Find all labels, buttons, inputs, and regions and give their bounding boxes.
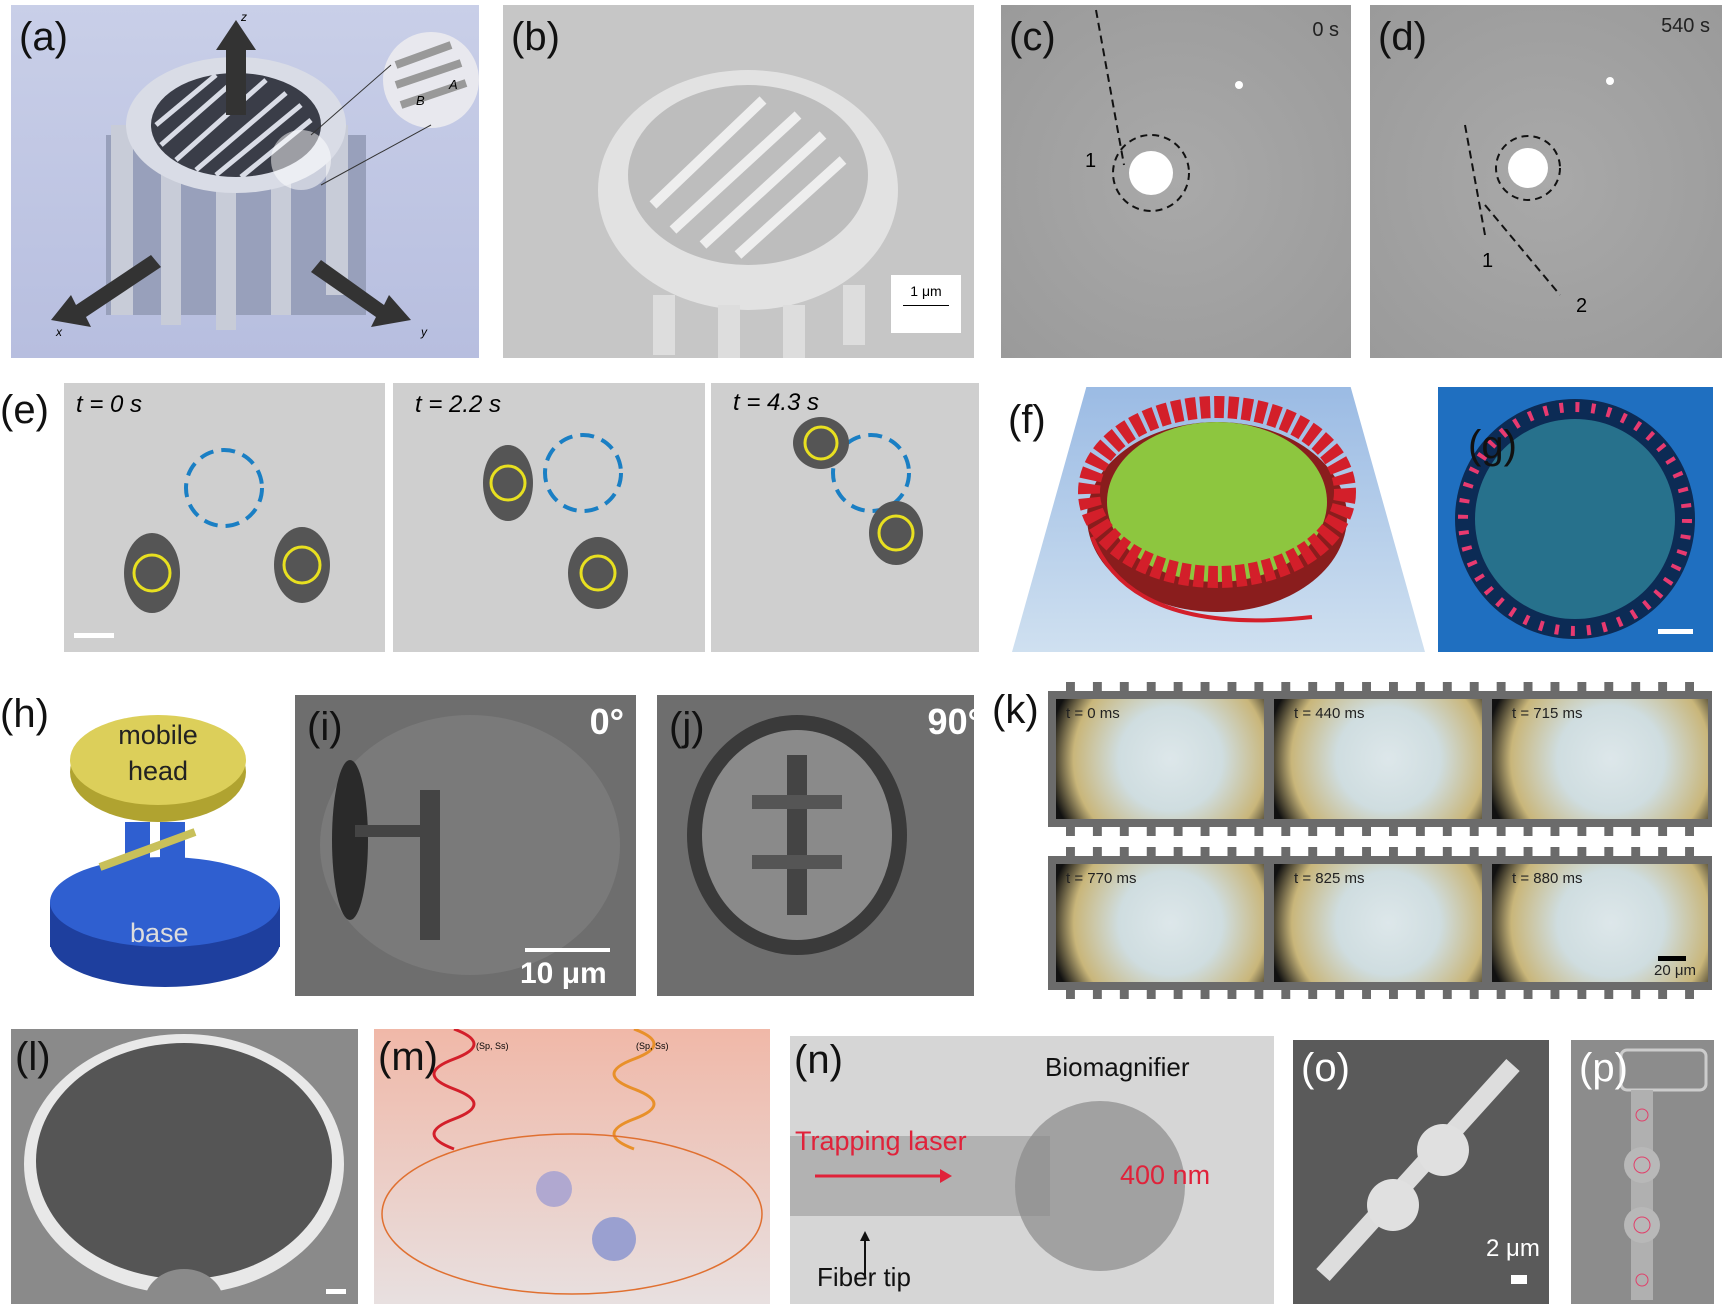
panel-label: (a)	[19, 15, 68, 59]
scale-label: 20 μm	[1654, 962, 1696, 979]
panel-j: (j) 90°	[657, 695, 974, 996]
film-frame: t = 770 ms	[1056, 864, 1264, 982]
time-label: t = 0 s	[76, 391, 143, 418]
film-frame: t = 715 ms	[1492, 699, 1708, 819]
panel-k-strip-1: t = 0 ms t = 440 ms t = 715 ms	[1048, 682, 1712, 836]
axis-y: y	[421, 325, 427, 339]
panel-label: (p)	[1579, 1046, 1628, 1090]
panel-label: (g)	[1468, 423, 1517, 467]
beam-label: (Sp, Ss)	[636, 1041, 669, 1051]
axis-x: x	[56, 325, 62, 339]
fiber-label: Fiber tip	[817, 1262, 911, 1292]
panel-l: (l)	[11, 1029, 358, 1304]
panel-a: (a) z x y A B	[11, 5, 479, 358]
path-label: 2	[1576, 295, 1588, 317]
panel-c: (c) 0 s 1	[1001, 5, 1351, 358]
panel-label: (l)	[15, 1035, 51, 1079]
panel-label: (h)	[0, 692, 49, 736]
scale-label: 2 μm	[1486, 1235, 1540, 1262]
panel-o: (o) 2 μm	[1293, 1040, 1549, 1304]
film-frame: t = 880 ms 20 μm	[1492, 864, 1708, 982]
panel-label: (j)	[669, 705, 705, 749]
panel-m: (m) (Sp, Ss) (Sp, Ss)	[374, 1029, 770, 1304]
time-label: t = 2.2 s	[415, 391, 502, 418]
scale-label: 10 μm	[520, 957, 607, 990]
panel-p: (p)	[1571, 1040, 1714, 1304]
panel-label: (o)	[1301, 1046, 1350, 1090]
time-label: t = 4.3 s	[733, 389, 820, 416]
angle-label: 90°	[927, 701, 974, 742]
beam-label: (Sp, Ss)	[476, 1041, 509, 1051]
panel-i: (i) 0° 10 μm	[295, 695, 636, 996]
panel-label: (c)	[1009, 15, 1056, 59]
panel-n: (n) Biomagnifier Trapping laser 400 nm F…	[790, 1036, 1274, 1304]
path-label: 1	[1085, 150, 1097, 172]
head-label: mobile head	[118, 720, 198, 786]
panel-d: (d) 540 s 1 2	[1370, 5, 1722, 358]
panel-b: (b) 1 μm	[503, 5, 974, 358]
panel-g: (g)	[1438, 387, 1713, 652]
film-frame: t = 0 ms	[1056, 699, 1264, 819]
film-frame: t = 825 ms	[1274, 864, 1482, 982]
title-label: Biomagnifier	[1045, 1052, 1190, 1082]
axis-z: z	[241, 10, 247, 24]
panel-label: (b)	[511, 15, 560, 59]
angle-label: 0°	[589, 701, 624, 742]
laser-label: Trapping laser	[795, 1126, 967, 1156]
scale-bar: 1 μm	[891, 275, 961, 333]
panel-label: (d)	[1378, 15, 1427, 59]
panel-k-strip-2: t = 770 ms t = 825 ms t = 880 ms 20 μm	[1048, 847, 1712, 999]
panel-label: (m)	[378, 1035, 438, 1079]
size-label: 400 nm	[1120, 1160, 1211, 1190]
time-label: 0 s	[1312, 19, 1339, 41]
panel-e-frame-1: t = 0 s	[64, 383, 385, 652]
panel-label: (n)	[794, 1038, 843, 1082]
panel-label-f: (f)	[1008, 398, 1046, 442]
panel-e-frame-2: t = 2.2 s	[393, 383, 705, 652]
base-label: base	[130, 918, 189, 948]
panel-label-e: (e)	[0, 388, 49, 432]
time-label: 540 s	[1661, 15, 1710, 37]
dim-B: B	[416, 93, 425, 108]
dim-A: A	[449, 77, 458, 92]
panel-label-k: (k)	[992, 688, 1039, 732]
panel-label: (i)	[307, 705, 343, 749]
panel-e-frame-3: t = 4.3 s	[711, 383, 979, 652]
path-label: 1	[1482, 250, 1494, 272]
film-frame: t = 440 ms	[1274, 699, 1482, 819]
panel-f	[1012, 387, 1425, 652]
scale-text: 1 μm	[910, 283, 942, 299]
panel-h: (h) mobile head base	[0, 682, 280, 996]
